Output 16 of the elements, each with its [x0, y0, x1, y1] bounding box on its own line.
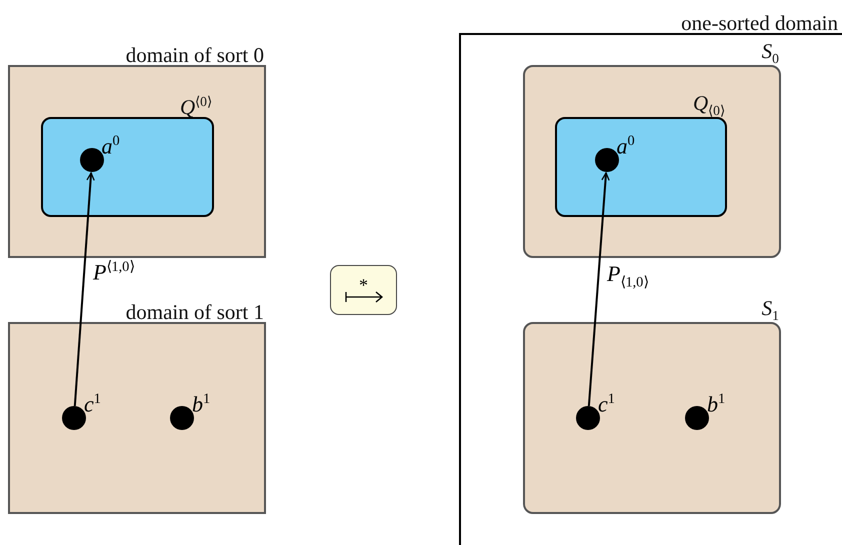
set-label: Q$^{⟨0⟩}$: [180, 94, 212, 119]
domain-label: domain of sort 0: [126, 42, 264, 67]
element-label: c$^{1}$: [84, 392, 101, 416]
set-label: S$_{0}$: [762, 39, 779, 67]
arrow: [74, 172, 95, 406]
domain-label: domain of sort 1: [126, 300, 264, 324]
element-label: a$^{0}$: [102, 134, 120, 157]
element-label: a$^{0}$: [616, 134, 635, 157]
domain-label: one-sorted domain: [681, 10, 838, 35]
set-label: Q$_{⟨0⟩}$: [693, 91, 725, 119]
element-label: b$^{1}$: [707, 392, 726, 416]
element-label: b$^{1}$: [192, 392, 210, 416]
set-label: S$_{1}$: [762, 296, 779, 324]
arrow: [588, 172, 610, 406]
element-label: c$^{1}$: [598, 392, 615, 416]
operator-box: *: [330, 265, 397, 315]
